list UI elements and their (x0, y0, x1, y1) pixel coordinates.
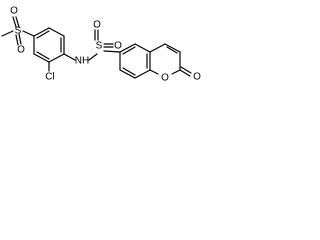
atom-o-sulfonamide-top: O (93, 20, 101, 31)
bond-s-o-top (12, 16, 20, 28)
coumarin-benzene-bonds (119, 43, 151, 79)
chemical-structure: S O O Cl NH S O O O O (1, 6, 201, 84)
atom-o-carbonyl: O (193, 72, 201, 83)
atom-o-ring: O (161, 73, 169, 84)
bond-s-ring (22, 30, 35, 37)
bond-s2-o-top (94, 29, 99, 41)
atom-cl: Cl (45, 72, 54, 83)
atom-o-methylsulfonyl-bottom: O (17, 45, 25, 56)
bond-s-o-bottom (15, 33, 22, 46)
bond-ring-nh (63, 53, 76, 61)
atom-o-sulfonamide-right: O (114, 41, 122, 52)
atom-nh: NH (75, 56, 89, 67)
left-ring-bonds (33, 27, 65, 63)
bond-carbonyl (179, 66, 192, 77)
bond-nh-s (88, 53, 98, 61)
atom-o-methylsulfonyl-top: O (10, 6, 18, 17)
coumarin-pyranone-bonds (149, 43, 181, 75)
atom-s-methylsulfonyl: S (15, 26, 22, 37)
atom-s-sulfonamide: S (96, 41, 103, 52)
bond-methyl-s (1, 30, 14, 37)
bond-s2-o-right (103, 43, 114, 48)
bond-s2-ring (103, 50, 121, 53)
